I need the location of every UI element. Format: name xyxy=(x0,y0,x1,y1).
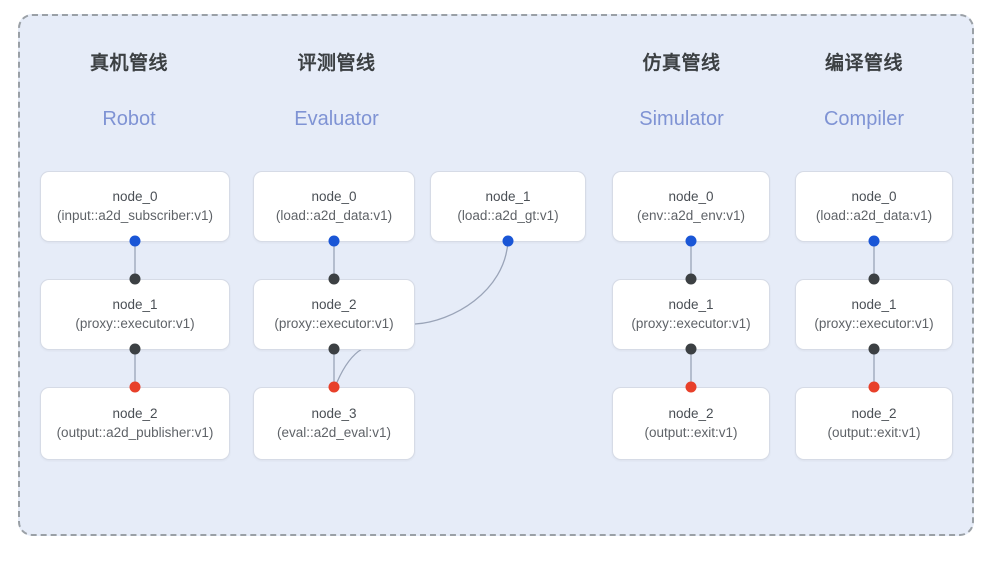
node-name: node_1 xyxy=(668,297,714,312)
node-card[interactable]: node_1 (proxy::executor:v1) xyxy=(612,279,770,350)
node-spec: (env::a2d_env:v1) xyxy=(636,208,746,223)
port-input-black[interactable] xyxy=(129,273,141,285)
port-output-black[interactable] xyxy=(328,343,340,355)
node-card[interactable]: node_1 (load::a2d_gt:v1) xyxy=(430,171,586,242)
port-input-red[interactable] xyxy=(328,381,340,393)
node-spec: (proxy::executor:v1) xyxy=(814,316,934,331)
pipeline-column-robot: 真机管线 Robot xyxy=(4,0,254,522)
node-card[interactable]: node_0 (load::a2d_data:v1) xyxy=(253,171,415,242)
port-output-blue[interactable] xyxy=(328,235,340,247)
node-card[interactable]: node_1 (proxy::executor:v1) xyxy=(40,279,230,350)
column-subtitle-simulator: Simulator xyxy=(639,108,724,130)
port-output-blue[interactable] xyxy=(868,235,880,247)
port-input-red[interactable] xyxy=(129,381,141,393)
port-output-blue[interactable] xyxy=(502,235,514,247)
node-spec: (load::a2d_data:v1) xyxy=(815,208,933,223)
node-card[interactable]: node_2 (output::exit:v1) xyxy=(612,387,770,460)
port-input-black[interactable] xyxy=(328,273,340,285)
node-card[interactable]: node_0 (input::a2d_subscriber:v1) xyxy=(40,171,230,242)
node-card[interactable]: node_1 (proxy::executor:v1) xyxy=(795,279,953,350)
port-output-black[interactable] xyxy=(129,343,141,355)
node-name: node_2 xyxy=(112,406,158,421)
port-input-black[interactable] xyxy=(685,273,697,285)
node-spec: (output::a2d_publisher:v1) xyxy=(56,425,214,440)
node-spec: (load::a2d_data:v1) xyxy=(275,208,393,223)
node-card[interactable]: node_2 (output::exit:v1) xyxy=(795,387,953,460)
node-spec: (load::a2d_gt:v1) xyxy=(457,208,559,223)
node-card[interactable]: node_0 (env::a2d_env:v1) xyxy=(612,171,770,242)
port-input-black[interactable] xyxy=(868,273,880,285)
port-output-black[interactable] xyxy=(685,343,697,355)
port-output-blue[interactable] xyxy=(685,235,697,247)
port-input-red[interactable] xyxy=(685,381,697,393)
port-input-red[interactable] xyxy=(868,381,880,393)
node-spec: (output::exit:v1) xyxy=(644,425,738,440)
port-output-blue[interactable] xyxy=(129,235,141,247)
node-spec: (proxy::executor:v1) xyxy=(75,316,195,331)
column-subtitle-evaluator: Evaluator xyxy=(294,108,379,130)
node-spec: (eval::a2d_eval:v1) xyxy=(276,425,392,440)
port-output-black[interactable] xyxy=(868,343,880,355)
column-subtitle-robot: Robot xyxy=(102,108,156,130)
node-spec: (input::a2d_subscriber:v1) xyxy=(56,208,214,223)
pipeline-column-evaluator: 评测管线 Evaluator xyxy=(254,0,589,522)
node-name: node_1 xyxy=(112,297,158,312)
node-name: node_0 xyxy=(851,189,897,204)
node-card[interactable]: node_2 (proxy::executor:v1) xyxy=(253,279,415,350)
node-card[interactable]: node_0 (load::a2d_data:v1) xyxy=(795,171,953,242)
node-card[interactable]: node_3 (eval::a2d_eval:v1) xyxy=(253,387,415,460)
column-title-evaluator: 评测管线 xyxy=(297,53,376,74)
node-name: node_2 xyxy=(311,297,357,312)
node-name: node_0 xyxy=(112,189,158,204)
node-card[interactable]: node_2 (output::a2d_publisher:v1) xyxy=(40,387,230,460)
column-title-compiler: 编译管线 xyxy=(824,53,903,74)
node-spec: (proxy::executor:v1) xyxy=(274,316,394,331)
node-name: node_2 xyxy=(851,406,897,421)
node-name: node_0 xyxy=(311,189,357,204)
node-name: node_1 xyxy=(485,189,531,204)
node-spec: (output::exit:v1) xyxy=(827,425,921,440)
column-subtitle-compiler: Compiler xyxy=(823,108,905,130)
node-spec: (proxy::executor:v1) xyxy=(631,316,751,331)
column-title-simulator: 仿真管线 xyxy=(642,53,721,74)
pipeline-column-compiler: 编译管线 Compiler xyxy=(774,0,954,522)
column-title-robot: 真机管线 xyxy=(89,53,168,74)
node-name: node_2 xyxy=(668,406,714,421)
node-name: node_0 xyxy=(668,189,714,204)
pipeline-column-simulator: 仿真管线 Simulator xyxy=(589,0,774,522)
node-name: node_3 xyxy=(311,406,357,421)
node-name: node_1 xyxy=(851,297,897,312)
